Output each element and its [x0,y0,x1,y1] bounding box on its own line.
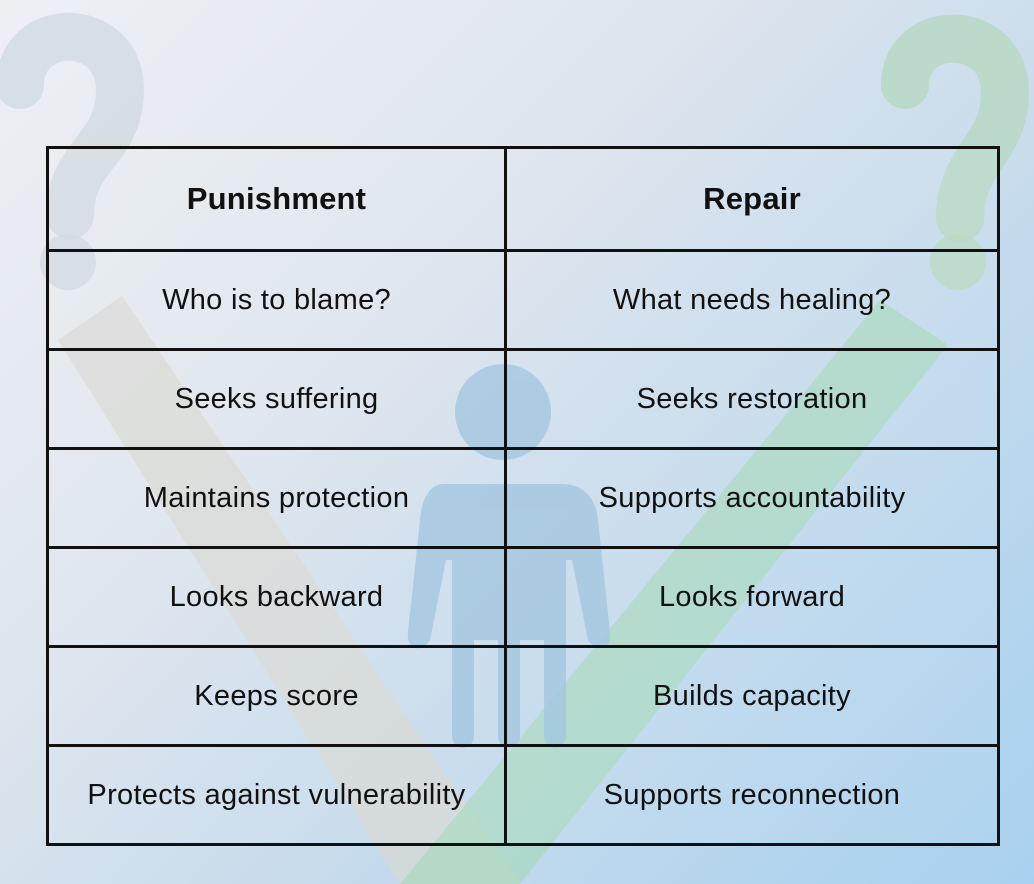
punishment-cell: Maintains protection [46,447,507,549]
repair-cell: What needs healing? [504,249,1000,351]
table-row: Protects against vulnerability Supports … [46,744,1000,846]
punishment-cell: Who is to blame? [46,249,507,351]
comparison-table: Punishment Repair Who is to blame? What … [46,146,1000,846]
repair-cell: Looks forward [504,546,1000,648]
table-row: Who is to blame? What needs healing? [46,249,1000,351]
header-punishment: Punishment [46,146,507,252]
repair-cell: Supports reconnection [504,744,1000,846]
repair-cell: Seeks restoration [504,348,1000,450]
punishment-cell: Protects against vulnerability [46,744,507,846]
table-row: Maintains protection Supports accountabi… [46,447,1000,549]
table-header-row: Punishment Repair [46,146,1000,252]
punishment-cell: Keeps score [46,645,507,747]
punishment-cell: Seeks suffering [46,348,507,450]
table-row: Seeks suffering Seeks restoration [46,348,1000,450]
punishment-cell: Looks backward [46,546,507,648]
repair-cell: Supports accountability [504,447,1000,549]
table-row: Looks backward Looks forward [46,546,1000,648]
table-row: Keeps score Builds capacity [46,645,1000,747]
repair-cell: Builds capacity [504,645,1000,747]
header-repair: Repair [504,146,1000,252]
